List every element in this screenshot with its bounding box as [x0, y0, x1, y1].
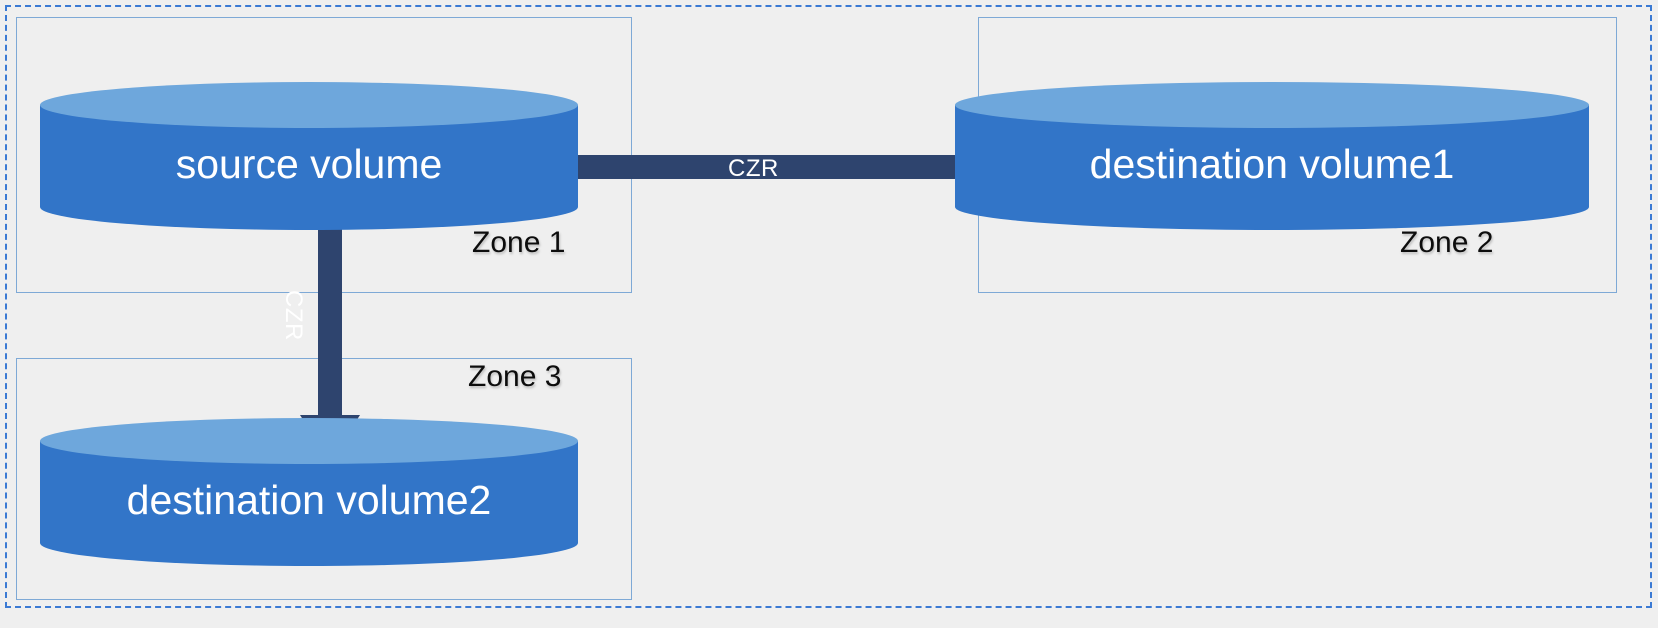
destination-volume2-cylinder[interactable]: destination volume2 [40, 418, 578, 566]
cylinder-top-ellipse [40, 418, 578, 464]
czr-vertical-arrow-label: CZR [280, 290, 307, 341]
cylinder-top-ellipse [40, 82, 578, 128]
cylinder-top-ellipse [955, 82, 1589, 128]
czr-vertical-arrow [300, 200, 360, 462]
zone-1-label: Zone 1 [472, 226, 566, 259]
source-volume-label: source volume [175, 141, 443, 187]
zone-2-label: Zone 2 [1400, 226, 1494, 259]
source-volume-cylinder[interactable]: source volume [40, 82, 578, 230]
czr-horizontal-arrow-label: CZR [728, 155, 779, 182]
destination-volume1-cylinder[interactable]: destination volume1 [955, 82, 1589, 230]
destination-volume1-label: destination volume1 [1089, 141, 1455, 187]
czr-horizontal-arrow [566, 140, 1008, 194]
zone-3-label: Zone 3 [468, 360, 562, 393]
destination-volume2-label: destination volume2 [126, 477, 492, 523]
